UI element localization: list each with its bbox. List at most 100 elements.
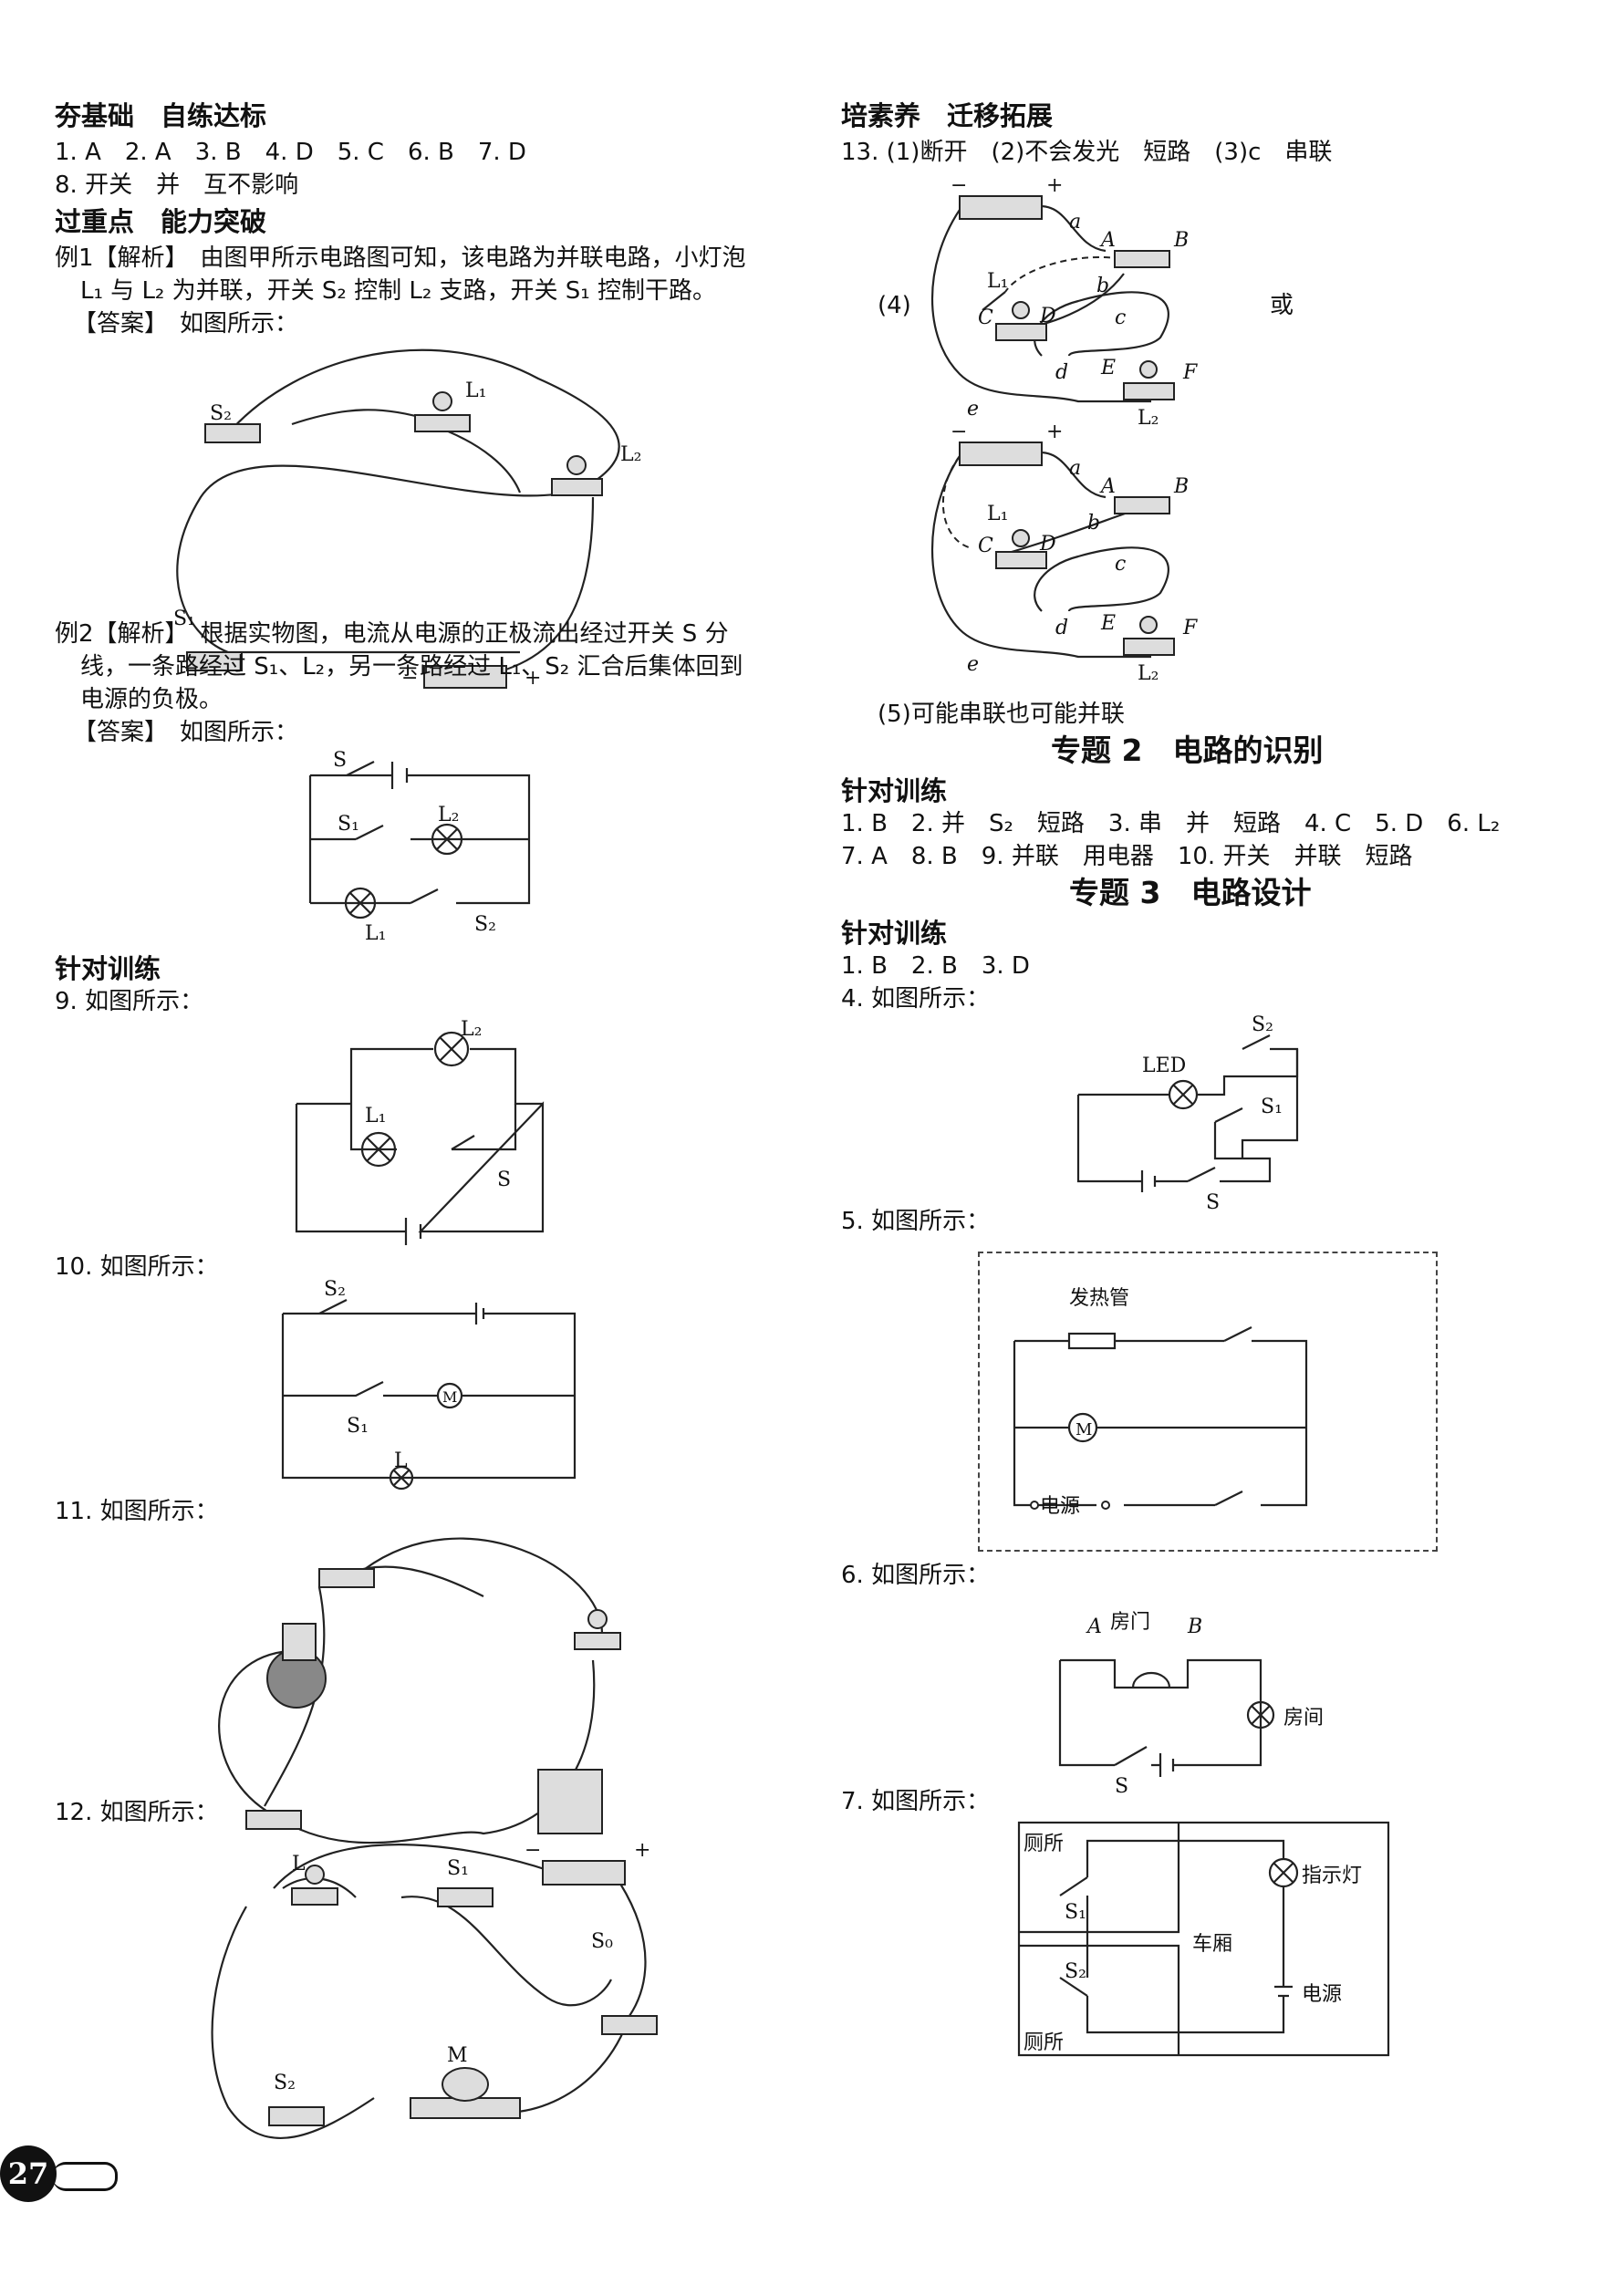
question4-schematic: S₂ LED S₁ S bbox=[1076, 1013, 1299, 1214]
question4-label: 4. 如图所示： bbox=[841, 985, 991, 1013]
question13-circuit-figure-2: − + a A B L₁ b C D c d E F e L₂ bbox=[931, 421, 1198, 685]
label-plus: + bbox=[1046, 421, 1063, 443]
switch-s1-base bbox=[437, 1887, 494, 1907]
example1-answer: 【答案】 如图所示： bbox=[73, 310, 299, 338]
lamp-l2-bulb bbox=[1139, 616, 1158, 634]
topic2-training-title: 针对训练 bbox=[841, 775, 948, 806]
label-e: e bbox=[967, 398, 979, 421]
label-l1: L₁ bbox=[365, 1105, 386, 1127]
example1-analysis-line2: L₁ 与 L₂ 为并联，开关 S₂ 控制 L₂ 支路，开关 S₁ 控制干路。 bbox=[80, 277, 716, 305]
page-number-decoration bbox=[53, 2162, 118, 2191]
label-s2: S₂ bbox=[274, 2072, 296, 2094]
label-s1: S₁ bbox=[338, 813, 359, 836]
motor-symbol-label: M bbox=[442, 1388, 457, 1406]
label-b: b bbox=[1087, 512, 1100, 535]
label-d: d bbox=[1055, 361, 1068, 384]
label-s: S bbox=[1206, 1191, 1220, 1214]
question13-circuit-figure-1: − + a A B L₁ b C D c d E F e L₂ bbox=[931, 174, 1198, 430]
lamp-l1-bulb bbox=[1012, 529, 1030, 547]
label-l2: L₂ bbox=[461, 1018, 482, 1041]
question12-label: 12. 如图所示： bbox=[55, 1799, 219, 1826]
question13-part4-label: (4) bbox=[878, 292, 911, 319]
label-A: A bbox=[1099, 229, 1116, 252]
label-s: S bbox=[333, 749, 347, 772]
example2-analysis-line3: 电源的负极。 bbox=[80, 686, 223, 713]
example2-analysis-line2: 线，一条路经过 S₁、L₂，另一条路经过 L₁、S₂ 汇合后集体回到 bbox=[80, 653, 743, 680]
question9-label: 9. 如图所示： bbox=[55, 988, 204, 1015]
label-a: a bbox=[1069, 457, 1081, 480]
topic2-answers-line1: 1. B 2. 并 S₂ 短路 3. 串 并 短路 4. C 5. D 6. L… bbox=[841, 810, 1501, 837]
label-s2: S₂ bbox=[474, 913, 496, 936]
label-plus: + bbox=[1046, 174, 1063, 197]
label-e: e bbox=[967, 653, 979, 676]
label-s1: S₁ bbox=[1261, 1096, 1283, 1118]
lamp-l1-bulb bbox=[432, 391, 452, 411]
example2-analysis-line1: 例2【解析】 根据实物图，电流从电源的正极流出经过开关 S 分 bbox=[55, 620, 729, 648]
example2-schematic: S S₁ L₂ L₁ S₂ bbox=[308, 749, 531, 945]
label-l2: L₂ bbox=[1138, 407, 1159, 430]
lamp-l2-base bbox=[1123, 638, 1175, 656]
lamp-l-base bbox=[291, 1887, 338, 1906]
label-s1: S₁ bbox=[447, 1857, 469, 1880]
switch-bottom bbox=[245, 1810, 302, 1830]
lamp-base bbox=[574, 1632, 621, 1650]
lamp-l2-bulb bbox=[566, 455, 587, 475]
label-heater: 发热管 bbox=[1069, 1287, 1129, 1310]
label-power: 电源 bbox=[1040, 1495, 1080, 1518]
label-toilet-bottom: 厕所 bbox=[1024, 2031, 1064, 2054]
question6-schematic: A 房门 B 房间 S bbox=[1058, 1611, 1324, 1798]
label-l2: L₂ bbox=[620, 443, 641, 466]
heater-symbol bbox=[1067, 1332, 1117, 1350]
label-l2: L₂ bbox=[1138, 662, 1159, 685]
label-c: c bbox=[1115, 306, 1126, 329]
label-l2: L₂ bbox=[438, 804, 459, 826]
question11-label: 11. 如图所示： bbox=[55, 1498, 219, 1525]
label-l1: L₁ bbox=[465, 379, 486, 402]
label-s1: S₁ bbox=[173, 608, 195, 630]
lamp-l1-base bbox=[995, 323, 1047, 341]
switch-s1-base bbox=[186, 651, 243, 671]
label-s0: S₀ bbox=[591, 1930, 613, 1953]
question5-label: 5. 如图所示： bbox=[841, 1208, 991, 1235]
label-l1: L₁ bbox=[365, 922, 386, 945]
example1-analysis-line1: 例1【解析】 由图甲所示电路图可知，该电路为并联电路，小灯泡 bbox=[55, 244, 746, 272]
battery-pack bbox=[537, 1769, 603, 1834]
topic3-answers-line1: 1. B 2. B 3. D bbox=[841, 952, 1030, 980]
floor-plan-frame bbox=[1017, 1821, 1390, 2057]
motor-symbol-label: M bbox=[1075, 1420, 1092, 1439]
label-m: M bbox=[447, 2044, 468, 2067]
battery bbox=[959, 442, 1043, 466]
label-s1: S₁ bbox=[347, 1415, 369, 1438]
topic3-title: 专题 3 电路设计 bbox=[1069, 875, 1312, 910]
label-D: D bbox=[1039, 533, 1056, 556]
label-s2: S₂ bbox=[1065, 1960, 1086, 1983]
switch-s0-base bbox=[601, 2015, 658, 2035]
switch-ab-base bbox=[1114, 496, 1170, 514]
label-indicator: 指示灯 bbox=[1302, 1865, 1362, 1887]
section-title-key-points: 过重点 能力突破 bbox=[55, 206, 267, 237]
label-minus: − bbox=[525, 1839, 541, 1862]
question7-label: 7. 如图所示： bbox=[841, 1788, 991, 1815]
lamp-l1-base bbox=[995, 551, 1047, 569]
example1-circuit-figure: S₂ L₁ L₂ S₁ − + bbox=[173, 348, 641, 690]
label-B: B bbox=[1173, 475, 1189, 498]
lamp-l2-base bbox=[1123, 382, 1175, 400]
question5-dashed-frame bbox=[978, 1252, 1438, 1552]
lamp-l-bulb bbox=[305, 1865, 325, 1885]
label-s2: S₂ bbox=[324, 1278, 346, 1301]
motor-body bbox=[442, 2067, 489, 2102]
battery bbox=[423, 665, 507, 689]
label-F: F bbox=[1182, 617, 1198, 639]
answers-line-1: 1. A 2. A 3. B 4. D 5. C 6. B 7. D bbox=[55, 139, 526, 166]
label-b: b bbox=[1096, 275, 1109, 297]
label-B: B bbox=[1173, 229, 1189, 252]
switch-s2-base bbox=[204, 423, 261, 443]
label-power: 电源 bbox=[1302, 1983, 1342, 2006]
label-a: a bbox=[1069, 211, 1081, 234]
answers-line-2: 8. 开关 并 互不影响 bbox=[55, 171, 299, 199]
label-s2: S₂ bbox=[1252, 1013, 1273, 1036]
battery bbox=[542, 1860, 626, 1886]
question6-label: 6. 如图所示： bbox=[841, 1562, 991, 1589]
question11-circuit-figure bbox=[218, 1537, 621, 1844]
battery bbox=[959, 195, 1043, 220]
